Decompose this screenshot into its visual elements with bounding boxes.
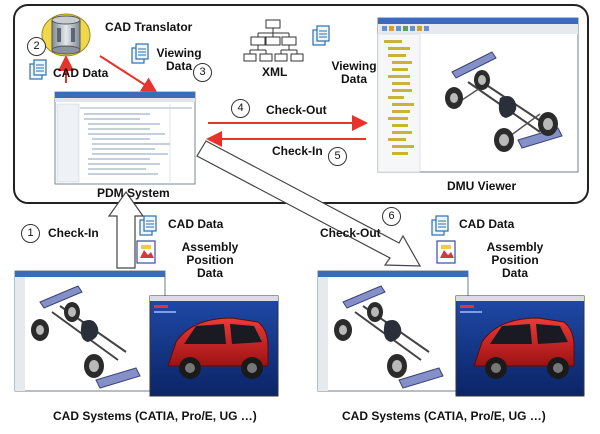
checkin-label: Check-In <box>272 144 323 158</box>
cad-car-screenshot-right <box>455 295 585 397</box>
step-6-marker: 6 <box>382 207 401 226</box>
cad-data-label: CAD Data <box>53 66 109 80</box>
left-checkin-label: Check-In <box>48 226 99 240</box>
left-cad-data-label: CAD Data <box>168 217 224 231</box>
translator-label: CAD Translator <box>105 20 193 34</box>
left-cad-systems-label: CAD Systems (CATIA, Pro/E, UG …) <box>53 409 257 423</box>
translator-icon <box>41 13 91 57</box>
right-cad-systems-label: CAD Systems (CATIA, Pro/E, UG …) <box>342 409 546 423</box>
right-assembly-label: Assembly Position Data <box>486 240 544 280</box>
dmu-viewer-screenshot <box>377 17 579 173</box>
xml-viewing-data-label: Viewing Data <box>331 59 377 86</box>
left-assembly-label: Assembly Position Data <box>181 240 239 280</box>
right-cad-data-label: CAD Data <box>459 217 515 231</box>
step-2-marker: 2 <box>27 37 46 56</box>
xml-label: XML <box>262 65 288 79</box>
document-icon <box>29 59 47 80</box>
document-icon <box>131 43 149 64</box>
xml-tree-icon <box>243 19 304 62</box>
document-icon <box>312 25 330 46</box>
step-4-marker: 4 <box>231 99 250 118</box>
assembly-data-icon <box>136 240 156 264</box>
right-checkout-label: Check-Out <box>320 226 381 240</box>
cad-chassis-screenshot-left <box>14 270 166 392</box>
step-5-marker: 5 <box>328 147 347 166</box>
assembly-data-icon <box>436 240 456 264</box>
dmu-label: DMU Viewer <box>447 179 517 193</box>
cad-car-screenshot-left <box>149 295 279 397</box>
checkout-down-arrow <box>196 140 422 267</box>
checkout-label: Check-Out <box>266 103 327 117</box>
pdm-screenshot <box>54 91 196 185</box>
cad-chassis-screenshot-right <box>317 270 469 392</box>
document-icon <box>139 215 157 236</box>
checkin-up-arrow <box>107 190 145 269</box>
pdm-label: PDM System <box>97 186 170 200</box>
step-3-marker: 3 <box>193 63 212 82</box>
viewing-data-label: Viewing Data <box>156 46 202 73</box>
arrow-to-pdm <box>99 55 158 94</box>
document-icon <box>431 215 449 236</box>
step-1-marker: 1 <box>21 224 40 243</box>
